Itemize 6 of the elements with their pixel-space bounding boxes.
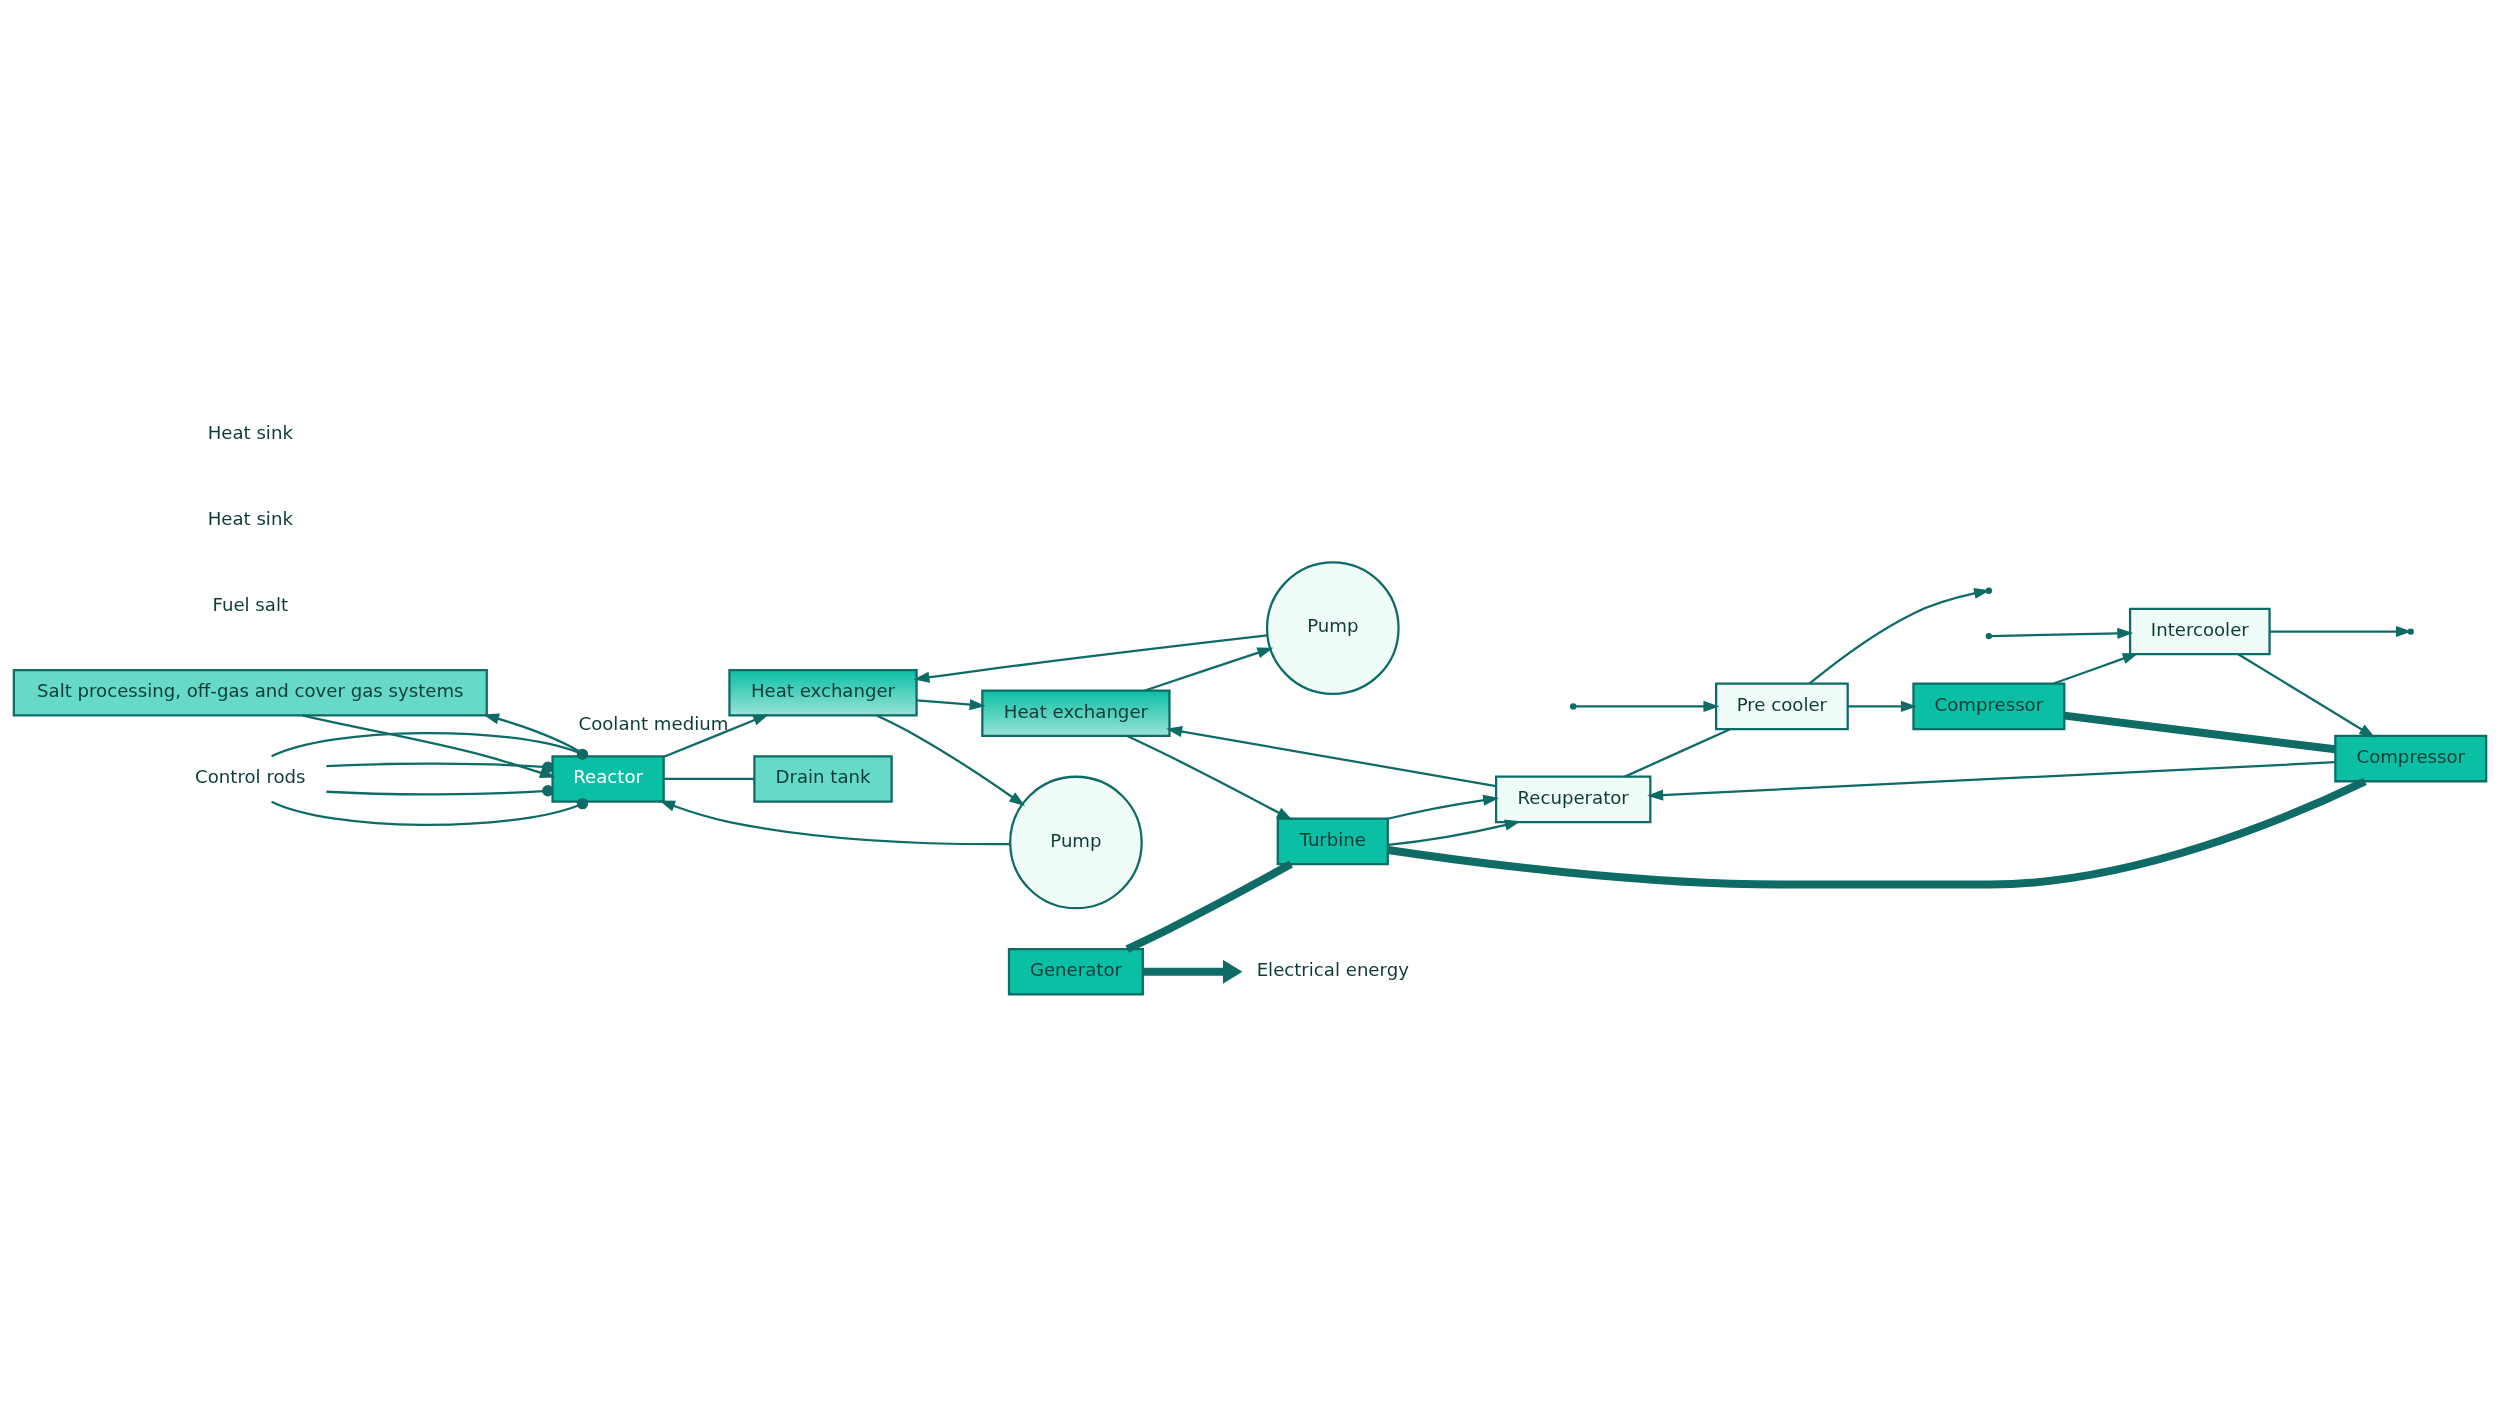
label: Heat sink xyxy=(207,421,293,443)
node-label: Coolant medium xyxy=(578,712,729,734)
label: Fuel salt xyxy=(212,593,289,615)
node-text: Control rods xyxy=(195,766,306,788)
label: Heat sink xyxy=(207,507,293,529)
node-text: Electrical energy xyxy=(1256,959,1409,981)
